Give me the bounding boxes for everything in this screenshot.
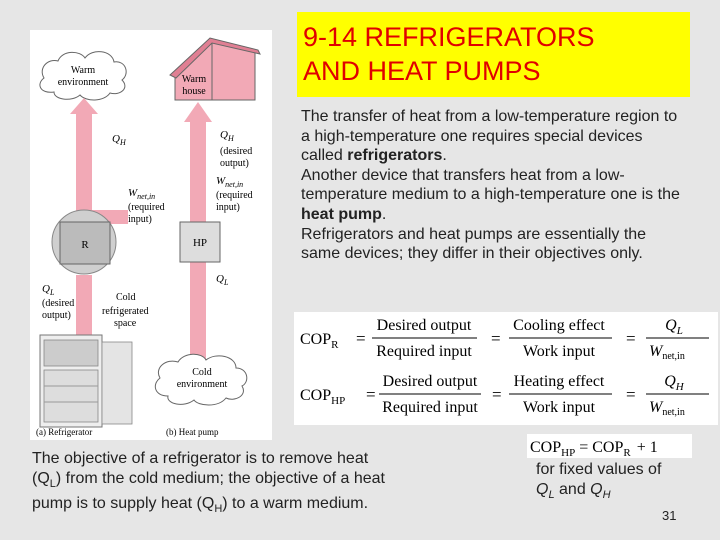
- objective-line-1: The objective of a refrigerator is to re…: [32, 450, 369, 467]
- ql-left-label: QL: [42, 283, 55, 297]
- cooling-effect-text: Cooling effect: [513, 317, 605, 334]
- ql-fraction-num: QL: [665, 317, 683, 337]
- qh-right-label: QH: [220, 129, 235, 143]
- warm-environment-cloud: Warm environment: [39, 51, 127, 101]
- desired-output-text: Desired output: [383, 373, 478, 390]
- heating-effect-text: Heating effect: [514, 373, 605, 390]
- refrigerator-symbol: R: [51, 209, 117, 275]
- warm-env-label-1: Warm: [71, 65, 95, 76]
- cold-environment-cloud: Cold environment: [154, 353, 248, 406]
- cop-equations: COPR = Desired output Required input = C…: [294, 312, 718, 425]
- wnet-left-label: Wnet,in: [128, 187, 155, 201]
- cop-hp-symbol: COPHP: [300, 387, 345, 407]
- ql-desired-1: (desired: [42, 298, 74, 309]
- desired-output-text: Desired output: [377, 317, 472, 334]
- cold-env-label-1: Cold: [192, 367, 211, 378]
- heat-pump-hp-label: HP: [193, 237, 207, 249]
- wnet-fraction-den: Wnet,in: [649, 343, 685, 362]
- cop-heat-pump-equation: COPHP = Desired output Required input = …: [300, 373, 709, 418]
- fixed-line-2: QL and QH: [536, 480, 611, 501]
- caption-refrigerator: (a) Refrigerator: [36, 427, 92, 437]
- equals-sign: =: [491, 329, 501, 348]
- work-input-text: Work input: [523, 343, 596, 360]
- wnet-left-required-1: (required: [128, 202, 165, 213]
- term-heat-pump: heat pump: [301, 205, 382, 223]
- cop-refrigerator-equation: COPR = Desired output Required input = C…: [300, 317, 709, 362]
- wnet-fraction-den: Wnet,in: [649, 399, 685, 418]
- title-line-2: AND HEAT PUMPS: [303, 56, 541, 86]
- equals-sign: =: [626, 385, 636, 404]
- qh-desired-1: (desired: [220, 146, 252, 157]
- objective-line-2: (QL) from the cold medium; the objective…: [32, 469, 385, 490]
- cold-space-1: Cold: [116, 292, 135, 303]
- equals-sign: =: [492, 385, 502, 404]
- objective-line-3: pump is to supply heat (QH) to a warm me…: [32, 495, 369, 516]
- wnet-right-required-1: (required: [216, 190, 253, 201]
- wnet-right-required-2: input): [216, 202, 240, 213]
- wnet-right-label: Wnet,in: [216, 175, 243, 189]
- intro-p1-text: The transfer of heat from a low-temperat…: [301, 108, 678, 165]
- equals-sign: =: [626, 329, 636, 348]
- warm-house-label-1: Warm: [182, 74, 206, 85]
- term-refrigerators: refrigerators: [347, 147, 443, 165]
- cold-env-label-2: environment: [177, 379, 228, 390]
- wnet-left-required-2: input): [128, 214, 152, 225]
- work-input-text: Work input: [523, 399, 596, 416]
- cold-space-3: space: [114, 318, 137, 329]
- cop-relation-box: COPHP=COPR+ 1: [527, 434, 692, 459]
- warm-house-label-2: house: [182, 86, 206, 97]
- ql-right-label: QL: [216, 273, 229, 287]
- ql-desired-2: output): [42, 310, 71, 321]
- page-number: 31: [662, 508, 677, 523]
- intro-paragraph-3: Refrigerators and heat pumps are essenti…: [301, 225, 647, 263]
- required-input-text: Required input: [376, 343, 472, 360]
- qh-fraction-num: QH: [664, 373, 685, 393]
- intro-p2-end: .: [381, 205, 387, 223]
- title-box: 9-14 REFRIGERATORS AND HEAT PUMPS: [297, 12, 690, 97]
- slide-title: 9-14 REFRIGERATORS AND HEAT PUMPS: [303, 20, 595, 88]
- fixed-line-1: for fixed values of: [536, 461, 662, 478]
- intro-p1-end: .: [442, 147, 447, 165]
- objective-text: The objective of a refrigerator is to re…: [32, 449, 452, 520]
- cop-r-symbol: COPR: [300, 331, 339, 351]
- intro-paragraph-1: The transfer of heat from a low-temperat…: [301, 107, 681, 166]
- warm-env-label-2: environment: [58, 77, 109, 88]
- intro-text: The transfer of heat from a low-temperat…: [301, 107, 681, 264]
- caption-heat-pump: (b) Heat pump: [166, 427, 219, 437]
- intro-p2-text: Another device that transfers heat from …: [301, 166, 680, 204]
- equals-sign: =: [356, 329, 366, 348]
- required-input-text: Required input: [382, 399, 478, 416]
- cold-space-2: refrigerated: [102, 306, 149, 317]
- refrigerator-r-label: R: [81, 239, 89, 251]
- title-line-1: 9-14 REFRIGERATORS: [303, 22, 595, 52]
- qh-desired-2: output): [220, 158, 249, 169]
- equals-sign: =: [366, 385, 376, 404]
- refrigerator-appliance-image: [39, 334, 133, 428]
- warm-house-icon: Warm house: [169, 37, 261, 101]
- cop-relation: COPHP=COPR+ 1: [530, 439, 658, 458]
- heat-pump-arrows: HP: [179, 102, 221, 362]
- intro-paragraph-2: Another device that transfers heat from …: [301, 166, 681, 225]
- refrigerator-heatpump-figure: Warm environment Warm house R: [30, 30, 272, 440]
- fixed-values-note: for fixed values of QL and QH: [536, 460, 706, 505]
- qh-left-label: QH: [112, 133, 127, 147]
